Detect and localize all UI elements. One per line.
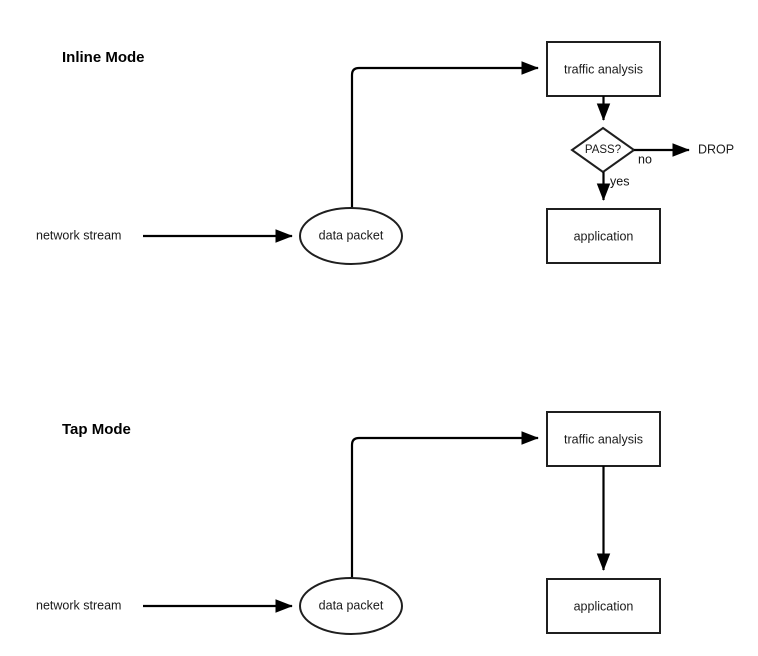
network-stream-label: network stream	[36, 228, 121, 242]
network-stream-label: network stream	[36, 598, 121, 612]
section-title-inline-mode: Inline Mode	[62, 49, 145, 66]
data-packet-ellipse-label: data packet	[319, 228, 384, 242]
drop-label: DROP	[698, 142, 734, 156]
application-box-label: application	[574, 599, 634, 613]
pass-decision-label: PASS?	[585, 144, 621, 156]
data-packet-ellipse-label: data packet	[319, 598, 384, 612]
application-box[interactable]	[546, 208, 661, 264]
edge-label-no: no	[638, 152, 652, 166]
application-box-label: application	[574, 229, 634, 243]
section-tap-mode: Tap Mode network stream traffic analysis…	[36, 411, 661, 635]
traffic-analysis-box[interactable]	[546, 411, 661, 467]
edge-data-packet-to-traffic-analysis	[350, 61, 539, 208]
data-packet-ellipse[interactable]	[299, 577, 403, 635]
application-box[interactable]	[546, 578, 661, 634]
edge-data-packet-to-traffic-analysis	[350, 431, 539, 578]
section-title-tap-mode: Tap Mode	[62, 421, 131, 438]
traffic-analysis-box-label: traffic analysis	[564, 62, 643, 76]
traffic-analysis-box-label: traffic analysis	[564, 432, 643, 446]
section-inline-mode: Inline Mode network stream traffic analy…	[36, 41, 734, 265]
edge-label-yes: yes	[610, 174, 629, 188]
data-packet-ellipse[interactable]	[299, 207, 403, 265]
